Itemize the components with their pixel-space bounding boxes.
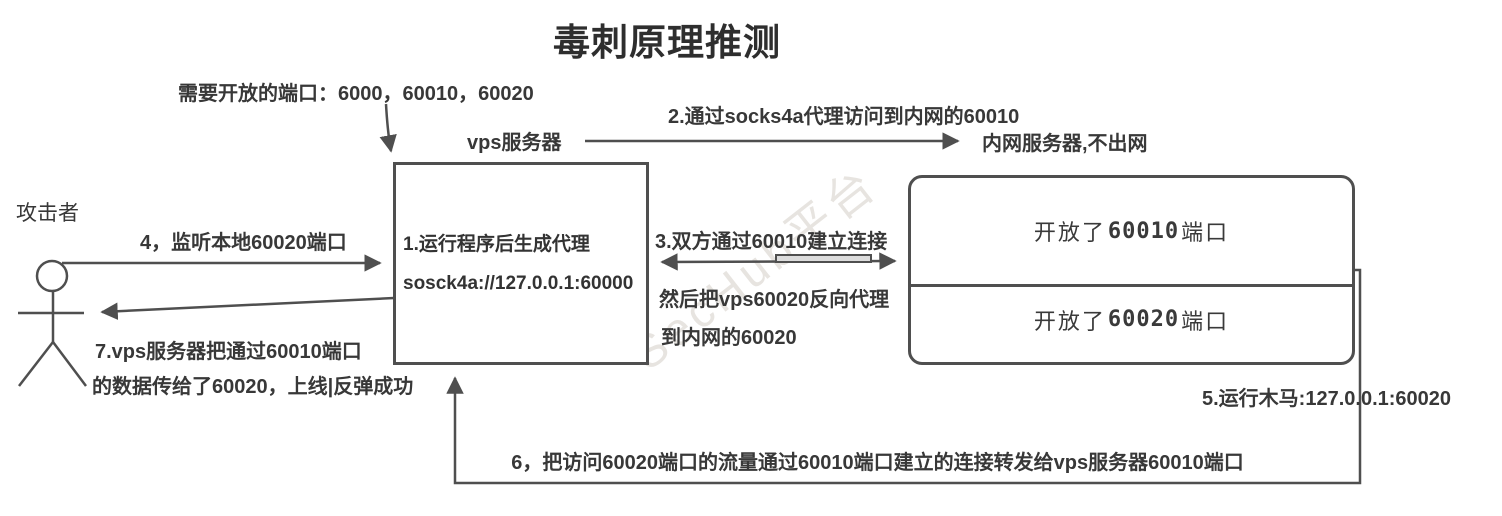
- ports-note-label: 需要开放的端口：6000，60010，60020: [178, 83, 534, 105]
- vps-server-box: 1.运行程序后生成代理 sosck4a://127.0.0.1:60000: [393, 162, 649, 365]
- port-60010-suffix: 端口: [1181, 220, 1230, 245]
- intranet-port-60020-section: 开放了 60020 端口: [911, 287, 1352, 362]
- vps-box-proxy-address: sosck4a://127.0.0.1:60000: [403, 272, 634, 294]
- step7-label-line2: 的数据传给了60020，上线|反弹成功: [92, 376, 414, 398]
- step3-label-line2: 然后把vps60020反向代理: [659, 289, 890, 311]
- step4-label: 4，监听本地60020端口: [140, 232, 347, 254]
- step6-label: 6，把访问60020端口的流量通过60010端口建立的连接转发给vps服务器60…: [511, 452, 1244, 474]
- ports-note-arrow: [379, 103, 397, 153]
- port-60010-number: 60010: [1107, 218, 1180, 244]
- attacker-label: 攻击者: [16, 202, 79, 225]
- port-60010-prefix: 开放了: [1033, 220, 1106, 245]
- step7-arrow: [100, 296, 395, 320]
- diagram-title: 毒刺原理推测: [553, 22, 781, 63]
- attacker-head: [35, 259, 69, 293]
- step2-label: 2.通过socks4a代理访问到内网的60010: [668, 106, 1020, 128]
- attacker-right-leg: [52, 341, 87, 387]
- vps-box-line1: 1.运行程序后生成代理: [403, 233, 590, 255]
- vps-server-label: vps服务器: [467, 132, 562, 154]
- port-60020-suffix: 端口: [1181, 308, 1230, 334]
- tunnel-pipe-shape: [775, 254, 872, 263]
- attacker-figure: [18, 259, 87, 387]
- port-60020-prefix: 开放了: [1033, 308, 1106, 334]
- step3-label-line1: 3.双方通过60010建立连接: [655, 231, 888, 253]
- step7-label-line1: 7.vps服务器把通过60010端口: [95, 341, 362, 363]
- intranet-server-box: 开放了 60010 端口 开放了 60020 端口: [908, 175, 1355, 365]
- intranet-server-label: 内网服务器,不出网: [982, 133, 1148, 155]
- port-60020-number: 60020: [1107, 307, 1180, 332]
- intranet-port-60010-section: 开放了 60010 端口: [911, 178, 1352, 287]
- attacker-left-leg: [18, 341, 54, 387]
- step3-label-line3: 到内网的60020: [661, 327, 797, 349]
- step5-label: 5.运行木马:127.0.0.1:60020: [1202, 388, 1452, 410]
- step6-connector: [446, 268, 1362, 485]
